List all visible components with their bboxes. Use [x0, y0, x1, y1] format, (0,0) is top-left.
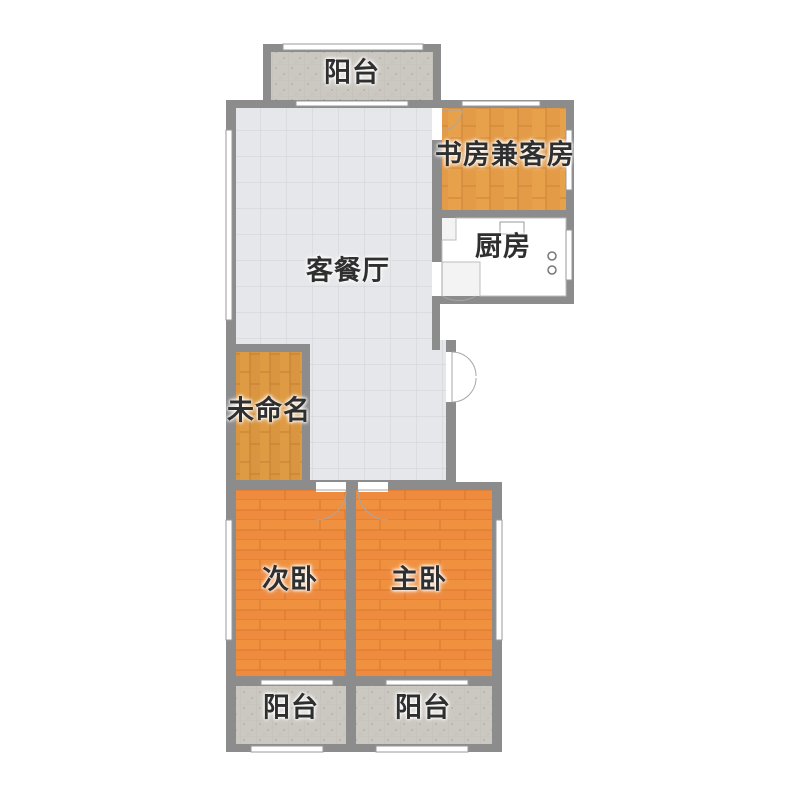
floor-living-dining-lower	[306, 340, 446, 480]
stove-burner-icon	[547, 251, 557, 261]
notch-wall	[432, 304, 440, 350]
floor-balcony-top	[271, 52, 433, 100]
floor-unnamed	[236, 352, 302, 480]
stove-burner-icon	[547, 265, 557, 275]
floor-balcony-right	[356, 686, 492, 744]
floor-balcony-left	[236, 686, 346, 744]
sink-icon	[499, 221, 525, 235]
floor-study	[442, 108, 566, 210]
floor-living-dining	[236, 108, 432, 350]
interior-walls	[226, 100, 574, 686]
notch-outside	[440, 304, 470, 340]
floor-second-bedroom	[236, 490, 346, 676]
floor-master-bedroom	[356, 490, 492, 676]
doors	[315, 108, 477, 521]
windows	[225, 43, 573, 753]
